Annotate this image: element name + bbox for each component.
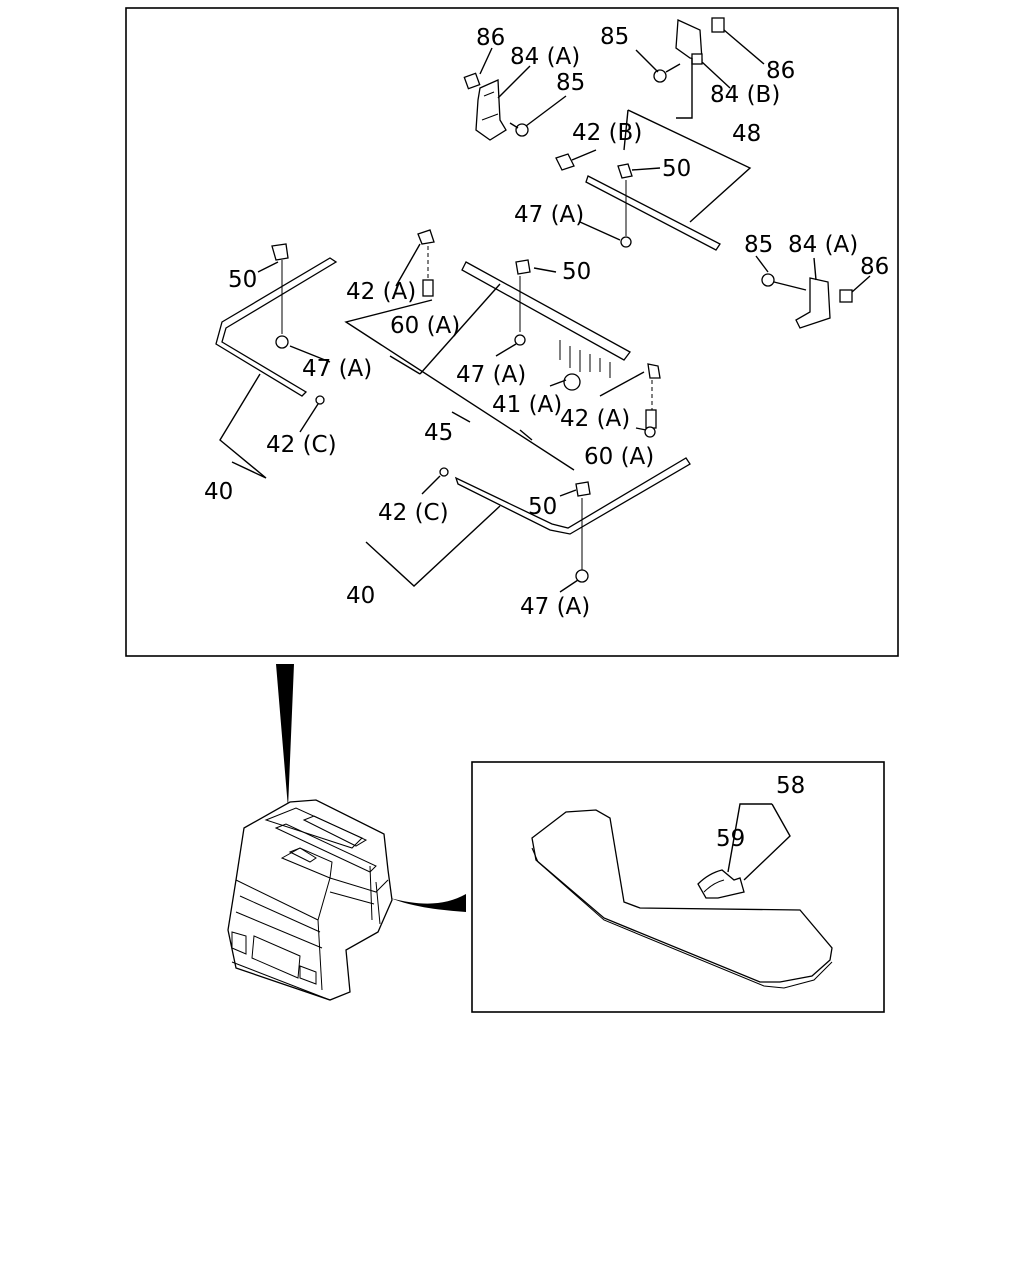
pointer-wedge-right	[390, 894, 466, 912]
callout-85: 85	[744, 232, 773, 258]
callout-58: 58	[776, 773, 805, 799]
callout-84a: 84 (A)	[510, 44, 580, 70]
callout-42a: 42 (A)	[346, 279, 416, 305]
callout-86: 86	[766, 58, 795, 84]
callout-40: 40	[204, 479, 233, 505]
callout-50: 50	[662, 156, 691, 182]
callout-42a: 42 (A)	[560, 406, 630, 432]
callout-59: 59	[716, 826, 745, 852]
bracket-84a-top	[463, 72, 529, 141]
sun-visor-inset-frame	[471, 761, 885, 1013]
callout-labels-upper: 86 84 (A) 85 85 86 84 (B) 42 (B) 48 50 4…	[204, 24, 889, 620]
callout-48: 48	[732, 121, 761, 147]
callout-50: 50	[528, 494, 557, 520]
callout-60a: 60 (A)	[390, 313, 460, 339]
callout-50: 50	[228, 267, 257, 293]
upper-detail-frame	[125, 7, 899, 657]
bracket-84a-right	[761, 273, 853, 329]
callout-40: 40	[346, 583, 375, 609]
callout-60a: 60 (A)	[584, 444, 654, 470]
callout-47a: 47 (A)	[456, 362, 526, 388]
callout-45: 45	[424, 420, 453, 446]
truck-cab-illustration	[227, 799, 393, 1001]
leader-lines-inset	[727, 803, 791, 881]
callout-86: 86	[860, 254, 889, 280]
sun-visor-58	[531, 809, 833, 989]
callout-50: 50	[562, 259, 591, 285]
callout-85: 85	[556, 70, 585, 96]
callout-86: 86	[476, 25, 505, 51]
callout-47a: 47 (A)	[520, 594, 590, 620]
pointer-wedge-up	[276, 664, 294, 808]
rail-48	[555, 153, 721, 251]
callout-41a: 41 (A)	[492, 392, 562, 418]
leader-lines	[219, 29, 871, 593]
callout-47a: 47 (A)	[302, 356, 372, 382]
trim-40-lower	[439, 457, 691, 583]
trim-40-left	[215, 243, 338, 405]
callout-42c: 42 (C)	[266, 432, 337, 458]
bracket-84b-top	[653, 17, 725, 83]
callout-84b: 84 (B)	[710, 82, 780, 108]
rail-45-center	[417, 229, 661, 438]
callout-84a: 84 (A)	[788, 232, 858, 258]
callout-42c: 42 (C)	[378, 500, 449, 526]
callout-42b: 42 (B)	[572, 120, 642, 146]
callout-85: 85	[600, 24, 629, 50]
callout-47a: 47 (A)	[514, 202, 584, 228]
